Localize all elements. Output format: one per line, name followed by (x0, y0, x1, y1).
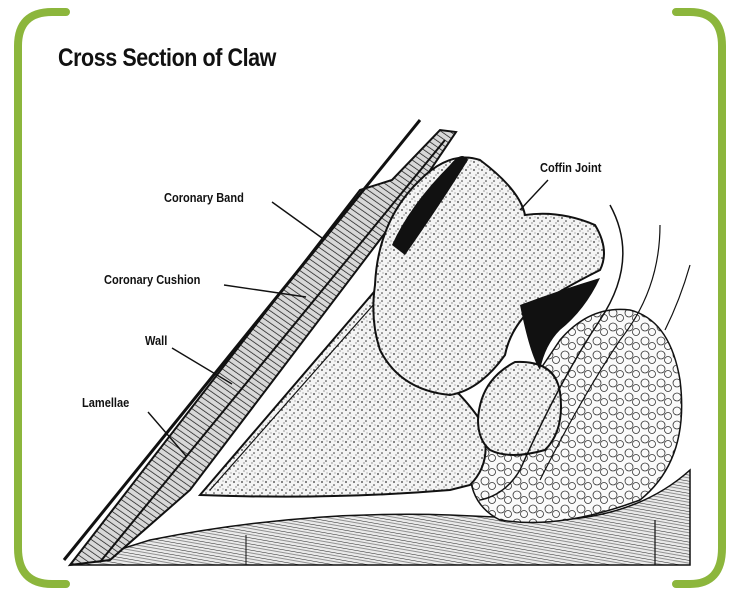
tendon-line-3 (665, 265, 690, 330)
leader-coronary-band (272, 202, 322, 238)
label-coronary-band: Coronary Band (164, 190, 244, 205)
label-lamellae: Lamellae (82, 395, 129, 410)
leader-coffin-joint (520, 180, 548, 210)
label-wall: Wall (145, 333, 167, 348)
label-coronary-cushion: Coronary Cushion (104, 272, 200, 287)
label-coffin-joint: Coffin Joint (540, 160, 601, 175)
